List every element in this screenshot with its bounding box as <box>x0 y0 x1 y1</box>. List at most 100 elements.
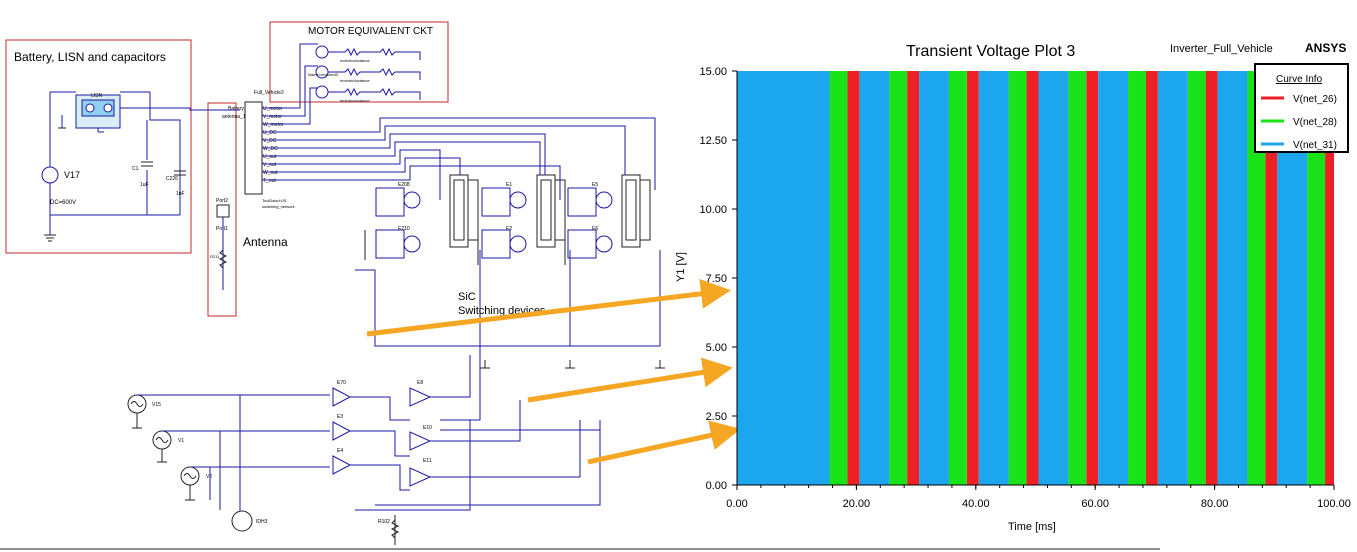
series-2-pulse-0 <box>737 71 830 485</box>
series-2-pulse-7 <box>1217 71 1248 485</box>
series-1-pulse-3 <box>1008 71 1027 485</box>
port2-label: Port2 <box>216 198 228 204</box>
opamp-e70: E70 <box>337 380 346 386</box>
series-0-pulse-7 <box>1265 71 1278 485</box>
src-e208: E208 <box>398 182 410 188</box>
x-tick-label: 0.00 <box>726 498 747 510</box>
x-tick-label: 100.00 <box>1317 498 1351 510</box>
v1-label: V1 <box>178 438 184 444</box>
y-tick-label: 12.50 <box>699 135 727 147</box>
dc-label: DC=600V <box>50 200 76 206</box>
motor-ind-2: motorinductance <box>340 78 370 83</box>
src-e6: E6 <box>592 226 598 232</box>
series-0-pulse-4 <box>1086 71 1099 485</box>
legend[interactable]: Curve Info V(net_26) V(net_28) V(net_31) <box>1254 63 1349 153</box>
full-vehicle-label: Full_Vehicle2 <box>254 90 284 96</box>
legend-title: Curve Info <box>1276 74 1323 85</box>
series-0-pulse-3 <box>1026 71 1039 485</box>
x-tick-label: 60.00 <box>1081 498 1109 510</box>
x-axis-label: Time [ms] <box>1008 521 1056 533</box>
annotation-arrows <box>366 278 741 465</box>
switching-network-label: switching_network <box>262 204 295 209</box>
motor-pin-label: W_DC <box>263 146 278 152</box>
series-2-pulse-5 <box>1098 71 1129 485</box>
design-name: Inverter_Full_Vehicle <box>1170 43 1273 55</box>
opamp-e4: E4 <box>337 448 343 454</box>
c1-label: C1 <box>132 166 139 172</box>
series-1-pulse-7 <box>1247 71 1266 485</box>
series-1-pulse-5 <box>1128 71 1146 485</box>
series-0-pulse-1 <box>907 71 920 485</box>
opamp-e11: E11 <box>423 458 432 464</box>
y-tick-label: 2.50 <box>706 411 727 423</box>
motor-pin-label: W_motor <box>263 122 284 128</box>
motor-ind-1: motorinductance <box>340 58 370 63</box>
y-tick-label: 0.00 <box>706 480 727 492</box>
y-tick-label: 5.00 <box>706 342 727 354</box>
motor-pin-label: U_out <box>263 154 277 160</box>
y-axis-label: Y1 [V] <box>675 252 687 282</box>
series-1-pulse-2 <box>948 71 967 485</box>
battery-box <box>5 39 192 254</box>
legend-entry: V(net_26) <box>1293 94 1337 105</box>
switch-devices <box>449 174 651 248</box>
motor-pin-label: V_motor <box>263 114 282 120</box>
series-2-pulse-4 <box>1038 71 1069 485</box>
controlled-sources: E208 E1 E5 E210 E2 E6 <box>375 182 613 259</box>
motor-pin-label: U_DC <box>263 130 277 136</box>
arrow-3 <box>587 420 741 465</box>
series-0-pulse-8 <box>1325 71 1334 485</box>
motor-pin-label: T_out <box>263 178 276 184</box>
opamp-e8: E8 <box>417 380 423 386</box>
series-0-pulse-5 <box>1145 71 1158 485</box>
plot-title: Transient Voltage Plot 3 <box>906 43 1075 60</box>
port2-block[interactable] <box>216 204 230 218</box>
series-0-pulse-0 <box>847 71 860 485</box>
opamps: E70 E8 E3 E10 E4 E11 <box>332 380 432 487</box>
motor-pin-label: V_DC <box>263 138 277 144</box>
r211-label: R211 <box>210 254 220 259</box>
series-2-pulse-2 <box>919 71 949 485</box>
motor-pin-label: V_out <box>263 162 277 168</box>
c1-value: 1uF <box>140 182 149 188</box>
tooldata-label: ToolData:HJS <box>262 198 287 203</box>
src-e1: E1 <box>506 182 512 188</box>
series-1-pulse-0 <box>829 71 848 485</box>
full-vehicle-block[interactable] <box>244 101 263 195</box>
ic-label: IDH3 <box>256 519 268 525</box>
legend-entry: V(net_31) <box>1293 140 1337 151</box>
src-e2: E2 <box>506 226 512 232</box>
y-tick-label: 7.50 <box>706 273 727 285</box>
motor-pin-label: U_motor <box>263 106 283 112</box>
x-tick-label: 80.00 <box>1201 498 1229 510</box>
y-tick-label: 15.00 <box>699 66 727 78</box>
v17-source[interactable] <box>41 166 59 184</box>
motor-coils: motorinductance motorinductance motorind… <box>308 45 421 103</box>
idh3-device[interactable] <box>231 510 253 532</box>
series-2-pulse-3 <box>978 71 1009 485</box>
series-2-pulse-6 <box>1157 71 1188 485</box>
series-1-pulse-8 <box>1307 71 1326 485</box>
series-1-pulse-6 <box>1187 71 1206 485</box>
plot-bars <box>737 71 1334 485</box>
src-e5: E5 <box>592 182 598 188</box>
motor-pin-label: W_out <box>263 170 278 176</box>
x-tick-label: 40.00 <box>962 498 990 510</box>
arrow-2 <box>527 357 733 403</box>
lisn-device[interactable]: LISN <box>75 93 121 129</box>
sic-label-1: SiC <box>458 291 476 303</box>
v17-label: V17 <box>64 170 80 180</box>
brand-label: ANSYS <box>1305 41 1346 55</box>
legend-entry: V(net_28) <box>1293 117 1337 128</box>
antenna-label: Antenna <box>243 235 288 249</box>
lisn-label: LISN <box>91 93 103 99</box>
battery-box-title: Battery, LISN and capacitors <box>14 50 166 64</box>
schematic: Battery, LISN and capacitors LISN V17 DC… <box>0 21 1160 550</box>
motor-ind-3: motorinductance <box>340 98 370 103</box>
v15-label: V15 <box>152 402 161 408</box>
opamp-e10: E10 <box>423 425 432 431</box>
